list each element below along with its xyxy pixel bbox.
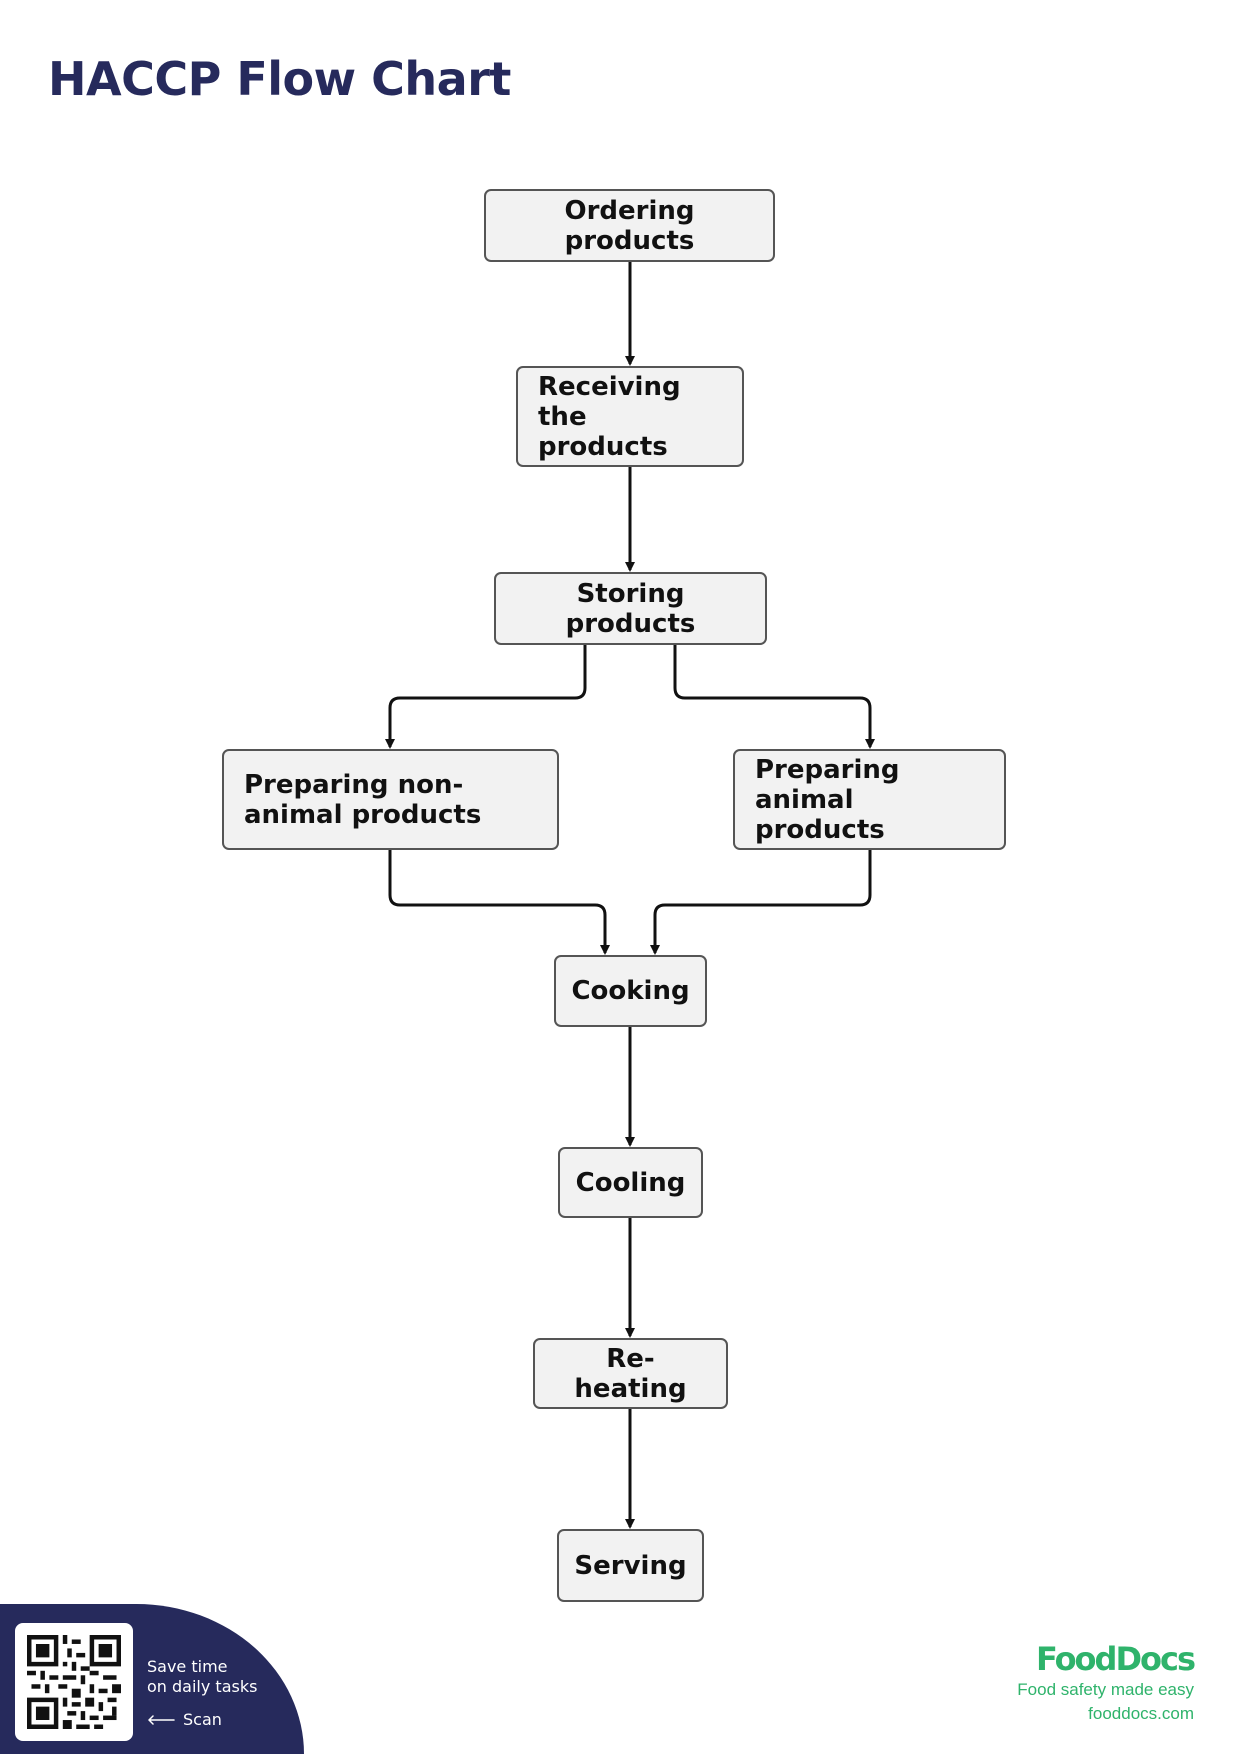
node-serving: Serving	[557, 1529, 704, 1602]
node-preparing-non-animal-products: Preparing non-animal products	[222, 749, 559, 850]
edge-animal-cooking	[650, 850, 872, 955]
node-cooling: Cooling	[558, 1147, 703, 1218]
edge-storing-animal	[673, 645, 875, 749]
brand-logo: FoodDocs	[1036, 1640, 1196, 1678]
cta-line-2: on daily tasks	[147, 1677, 258, 1696]
brand-website[interactable]: fooddocs.com	[1088, 1704, 1194, 1723]
cta-line-1: Save time	[147, 1657, 228, 1676]
brand-tagline: Food safety made easy	[1017, 1680, 1194, 1699]
edge-non-animal-cooking	[388, 850, 610, 955]
node-cooking: Cooking	[554, 955, 707, 1027]
node-storing-products: Storing products	[494, 572, 767, 645]
scan-hint: Scan	[147, 1710, 222, 1729]
qr-code[interactable]	[15, 1623, 133, 1741]
node-receiving-products: Receiving the products	[516, 366, 744, 467]
node-re-heating: Re-heating	[533, 1338, 728, 1409]
footer-cta: Save time on daily tasks	[147, 1657, 257, 1697]
brand-block: FoodDocs Food safety made easy fooddocs.…	[1017, 1640, 1196, 1726]
arrow-left-icon	[148, 1714, 175, 1725]
edge-storing-non-animal	[385, 645, 587, 749]
qr-code-icon	[27, 1635, 121, 1729]
node-preparing-animal-products: Preparing animal products	[733, 749, 1006, 850]
node-ordering-products: Ordering products	[484, 189, 775, 262]
scan-label: Scan	[183, 1710, 222, 1729]
page-title: HACCP Flow Chart	[48, 52, 511, 106]
